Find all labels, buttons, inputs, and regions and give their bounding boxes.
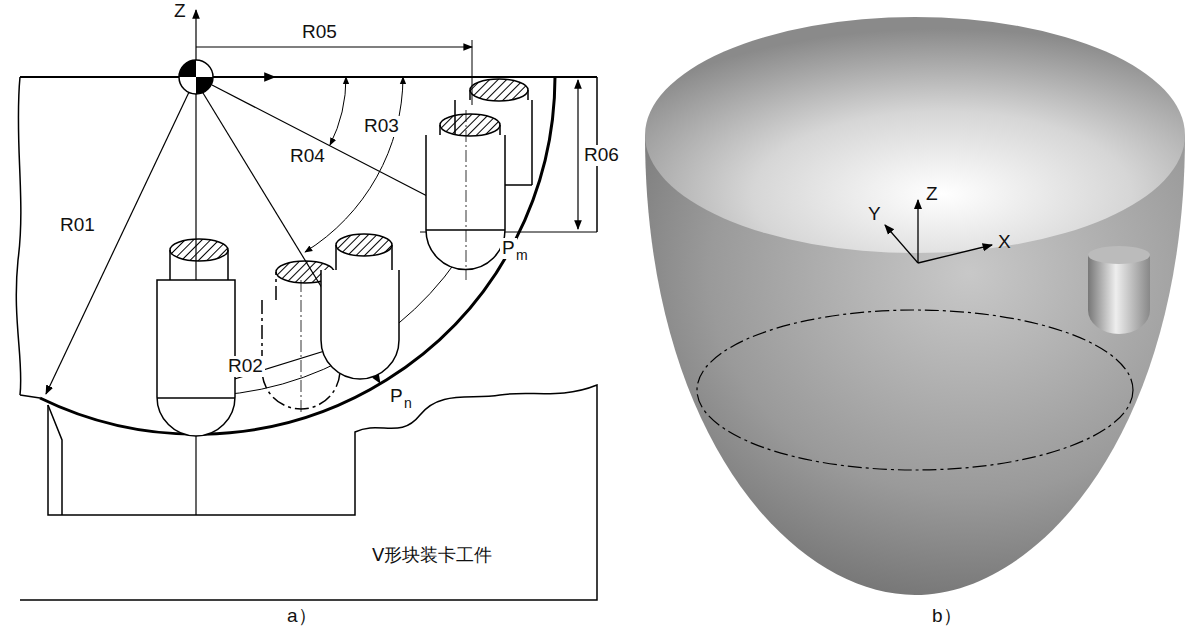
axis-label: Z xyxy=(924,184,940,205)
dimension-label: R04 xyxy=(288,146,327,167)
point-subscript: m xyxy=(514,248,530,263)
dimension-label: R01 xyxy=(58,215,97,236)
point-subscript: n xyxy=(402,396,414,411)
axis-label: Z xyxy=(172,1,188,22)
dimension-label: R05 xyxy=(300,22,339,43)
panel-label: b） xyxy=(930,606,964,627)
dimension-label: R03 xyxy=(362,116,401,137)
dimension-label: R02 xyxy=(226,356,265,377)
point-label: P xyxy=(500,238,517,259)
dimension-label: R06 xyxy=(582,145,621,166)
axis-label: X xyxy=(996,232,1013,253)
axis-label: Y xyxy=(866,204,883,225)
point-label: P xyxy=(388,386,405,407)
fixture-note: V形块装卡工件 xyxy=(370,545,494,565)
panel-label: a） xyxy=(285,606,319,627)
